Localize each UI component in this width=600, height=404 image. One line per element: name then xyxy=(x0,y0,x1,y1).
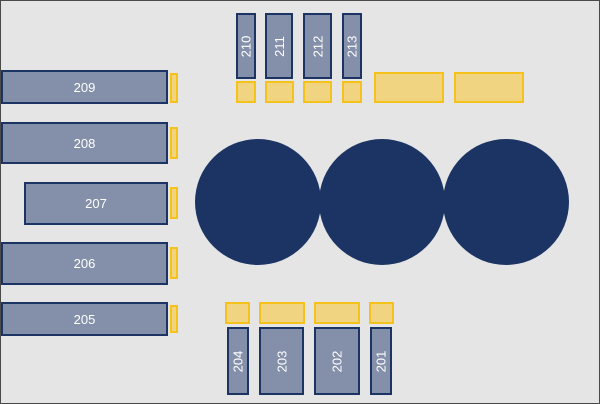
pad-bottom-202 xyxy=(314,302,360,324)
room-207[interactable]: 207 xyxy=(24,182,168,225)
room-202[interactable]: 202 xyxy=(314,327,360,395)
room-205[interactable]: 205 xyxy=(1,302,168,336)
room-203[interactable]: 203 xyxy=(259,327,304,395)
tank-middle xyxy=(319,139,445,265)
pad-left-209 xyxy=(170,73,178,103)
pad-top-212 xyxy=(303,81,332,103)
room-205-label: 205 xyxy=(73,311,96,327)
pad-left-208 xyxy=(170,127,178,159)
room-209[interactable]: 209 xyxy=(1,70,168,104)
room-209-label: 209 xyxy=(73,79,96,95)
room-206[interactable]: 206 xyxy=(1,242,168,285)
pad-left-205 xyxy=(170,305,178,333)
room-210-label: 210 xyxy=(238,35,254,57)
pad-bottom-203 xyxy=(259,302,305,324)
pad-left-207 xyxy=(170,187,178,219)
room-201[interactable]: 201 xyxy=(370,327,392,395)
room-210[interactable]: 210 xyxy=(236,13,256,79)
room-207-label: 207 xyxy=(85,196,107,211)
room-211[interactable]: 211 xyxy=(265,13,293,79)
room-212[interactable]: 212 xyxy=(303,13,332,79)
pad-top-210 xyxy=(236,81,256,103)
room-212-label: 212 xyxy=(309,35,325,57)
pad-left-206 xyxy=(170,247,178,279)
room-201-label: 201 xyxy=(373,350,389,372)
room-208-label: 208 xyxy=(73,135,96,151)
tank-right xyxy=(443,139,569,265)
pad-bottom-201 xyxy=(369,302,394,324)
room-202-label: 202 xyxy=(329,350,345,372)
room-213-label: 213 xyxy=(344,35,360,57)
pad-top-wide-2 xyxy=(454,72,524,103)
tank-left xyxy=(195,139,321,265)
room-208[interactable]: 208 xyxy=(1,122,168,164)
room-213[interactable]: 213 xyxy=(342,13,362,79)
pad-top-213 xyxy=(342,81,362,103)
room-204[interactable]: 204 xyxy=(227,327,249,395)
room-204-label: 204 xyxy=(230,350,246,372)
room-206-label: 206 xyxy=(73,256,96,271)
room-211-label: 211 xyxy=(271,35,287,57)
room-203-label: 203 xyxy=(273,350,289,372)
pad-top-211 xyxy=(265,81,294,103)
pad-bottom-204 xyxy=(225,302,250,324)
pad-top-wide-1 xyxy=(374,72,444,103)
